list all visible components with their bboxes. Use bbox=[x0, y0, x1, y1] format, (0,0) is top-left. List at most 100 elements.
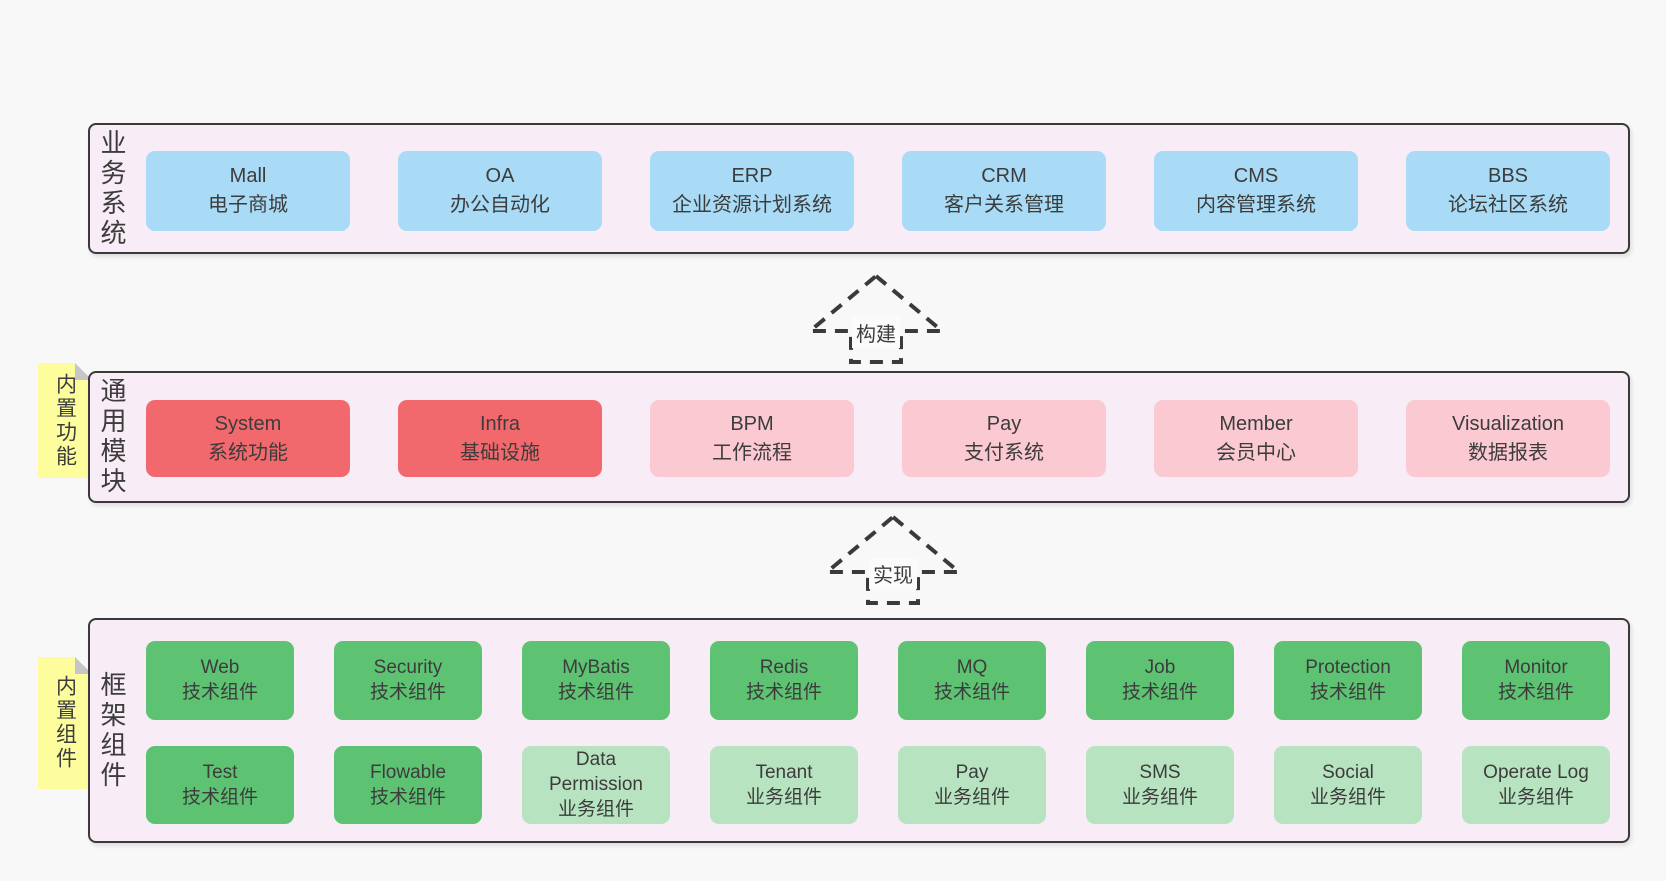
box-tenant: Tenant 业务组件 bbox=[710, 745, 858, 824]
box-web: Web 技术组件 bbox=[146, 641, 294, 720]
box-name: Visualization bbox=[1452, 412, 1564, 435]
block-arrow-up-icon bbox=[808, 273, 944, 364]
band-label-framework-components: 框架组件 bbox=[97, 670, 127, 791]
box-desc: 技术组件 bbox=[745, 682, 822, 704]
box-desc: 业务组件 bbox=[1309, 786, 1386, 808]
band-label-common-modules: 通用模块 bbox=[97, 377, 127, 497]
box-pay-component: Pay 业务组件 bbox=[898, 745, 1046, 824]
box-erp: ERP 企业资源计划系统 bbox=[650, 151, 854, 231]
box-pay-module: Pay 支付系统 bbox=[902, 400, 1106, 477]
arrow-label: 构建 bbox=[852, 317, 900, 348]
band-common-modules: 通用模块 System 系统功能 Infra 基础设施 BPM 工作流程 Pay… bbox=[88, 371, 1630, 503]
block-arrow-up-icon bbox=[825, 514, 961, 605]
box-desc: 业务组件 bbox=[933, 786, 1010, 808]
box-desc: 技术组件 bbox=[557, 682, 634, 704]
components-row-2: Test 技术组件 Flowable 技术组件 Data Permission … bbox=[146, 745, 1610, 824]
box-name: Mall bbox=[229, 165, 267, 187]
arrow-label: 实现 bbox=[869, 558, 917, 589]
box-name: Pay bbox=[986, 412, 1022, 435]
box-sms: SMS 业务组件 bbox=[1086, 745, 1234, 824]
box-name: CRM bbox=[981, 165, 1027, 187]
box-mybatis: MyBatis 技术组件 bbox=[522, 641, 670, 720]
box-desc: 会员中心 bbox=[1216, 441, 1296, 464]
box-desc: 技术组件 bbox=[1121, 682, 1198, 704]
box-oa: OA 办公自动化 bbox=[398, 151, 602, 231]
box-name: Protection bbox=[1305, 657, 1391, 679]
box-desc: 电子商城 bbox=[208, 194, 288, 216]
box-redis: Redis 技术组件 bbox=[710, 641, 858, 720]
box-bpm: BPM 工作流程 bbox=[650, 400, 854, 477]
box-security: Security 技术组件 bbox=[334, 641, 482, 720]
box-name: Test bbox=[202, 761, 238, 783]
box-cms: CMS 内容管理系统 bbox=[1154, 151, 1358, 231]
box-desc: 技术组件 bbox=[369, 786, 446, 808]
components-rows: Web 技术组件 Security 技术组件 MyBatis 技术组件 Redi… bbox=[146, 641, 1610, 824]
box-name: Operate Log bbox=[1483, 761, 1589, 783]
band-business-systems: 业务系统 Mall 电子商城 OA 办公自动化 ERP 企业资源计划系统 CRM… bbox=[88, 123, 1630, 254]
box-desc: 工作流程 bbox=[712, 441, 792, 464]
box-desc: 业务组件 bbox=[745, 786, 822, 808]
arrow-implement: 实现 bbox=[825, 514, 961, 606]
sticky-note-text: 内置功能 bbox=[53, 372, 77, 469]
box-visualization: Visualization 数据报表 bbox=[1406, 400, 1610, 477]
box-name: Pay bbox=[955, 761, 989, 783]
components-row-1: Web 技术组件 Security 技术组件 MyBatis 技术组件 Redi… bbox=[146, 641, 1610, 720]
box-monitor: Monitor 技术组件 bbox=[1462, 641, 1610, 720]
box-name: System bbox=[214, 412, 282, 435]
box-desc: 技术组件 bbox=[1309, 682, 1386, 704]
modules-boxes-row: System 系统功能 Infra 基础设施 BPM 工作流程 Pay 支付系统… bbox=[146, 400, 1610, 477]
box-test: Test 技术组件 bbox=[146, 745, 294, 824]
box-desc: 办公自动化 bbox=[450, 194, 550, 216]
box-name: CMS bbox=[1233, 165, 1279, 187]
box-protection: Protection 技术组件 bbox=[1274, 641, 1422, 720]
box-system: System 系统功能 bbox=[146, 400, 350, 477]
box-desc: 内容管理系统 bbox=[1196, 194, 1316, 216]
box-name: Social bbox=[1322, 761, 1374, 783]
box-desc: 技术组件 bbox=[1497, 682, 1574, 704]
box-desc: 技术组件 bbox=[369, 682, 446, 704]
box-name: OA bbox=[485, 165, 515, 187]
box-desc: 基础设施 bbox=[460, 441, 540, 464]
box-name: Monitor bbox=[1504, 657, 1568, 679]
box-name: BPM bbox=[730, 412, 774, 435]
box-desc: 业务组件 bbox=[1121, 786, 1198, 808]
box-desc: 系统功能 bbox=[208, 441, 288, 464]
box-name: Infra bbox=[479, 412, 521, 435]
box-name: Flowable bbox=[369, 761, 447, 783]
box-desc: 技术组件 bbox=[181, 786, 258, 808]
box-name: Tenant bbox=[755, 761, 813, 783]
box-name: ERP bbox=[731, 165, 773, 187]
box-desc: 业务组件 bbox=[1497, 786, 1574, 808]
arrow-build: 构建 bbox=[808, 273, 944, 365]
box-infra: Infra 基础设施 bbox=[398, 400, 602, 477]
box-desc: 支付系统 bbox=[964, 441, 1044, 464]
sticky-note-builtin-components: 内置组件 bbox=[38, 657, 92, 789]
box-name: BBS bbox=[1487, 165, 1529, 187]
box-name: Security bbox=[373, 657, 443, 679]
box-job: Job 技术组件 bbox=[1086, 641, 1234, 720]
box-desc: 客户关系管理 bbox=[944, 194, 1064, 216]
box-desc: 数据报表 bbox=[1468, 441, 1548, 464]
sticky-note-builtin-features: 内置功能 bbox=[38, 363, 92, 478]
box-name: Web bbox=[200, 657, 240, 679]
box-name: Redis bbox=[759, 657, 809, 679]
box-name: SMS bbox=[1139, 761, 1181, 783]
box-desc: 业务组件 bbox=[557, 799, 634, 821]
box-desc: 技术组件 bbox=[181, 682, 258, 704]
box-mall: Mall 电子商城 bbox=[146, 151, 350, 231]
box-social: Social 业务组件 bbox=[1274, 745, 1422, 824]
box-desc: 论坛社区系统 bbox=[1448, 194, 1568, 216]
sticky-note-text: 内置组件 bbox=[53, 675, 77, 771]
box-desc: 企业资源计划系统 bbox=[672, 194, 832, 216]
box-name: Member bbox=[1219, 412, 1293, 435]
business-boxes-row: Mall 电子商城 OA 办公自动化 ERP 企业资源计划系统 CRM 客户关系… bbox=[146, 151, 1610, 231]
band-label-business-systems: 业务系统 bbox=[97, 128, 127, 249]
box-mq: MQ 技术组件 bbox=[898, 641, 1046, 720]
box-name: MyBatis bbox=[562, 657, 630, 679]
box-desc: 技术组件 bbox=[933, 682, 1010, 704]
band-framework-components: 框架组件 Web 技术组件 Security 技术组件 MyBatis 技术组件… bbox=[88, 618, 1630, 843]
box-crm: CRM 客户关系管理 bbox=[902, 151, 1106, 231]
box-name: Job bbox=[1144, 657, 1176, 679]
box-bbs: BBS 论坛社区系统 bbox=[1406, 151, 1610, 231]
